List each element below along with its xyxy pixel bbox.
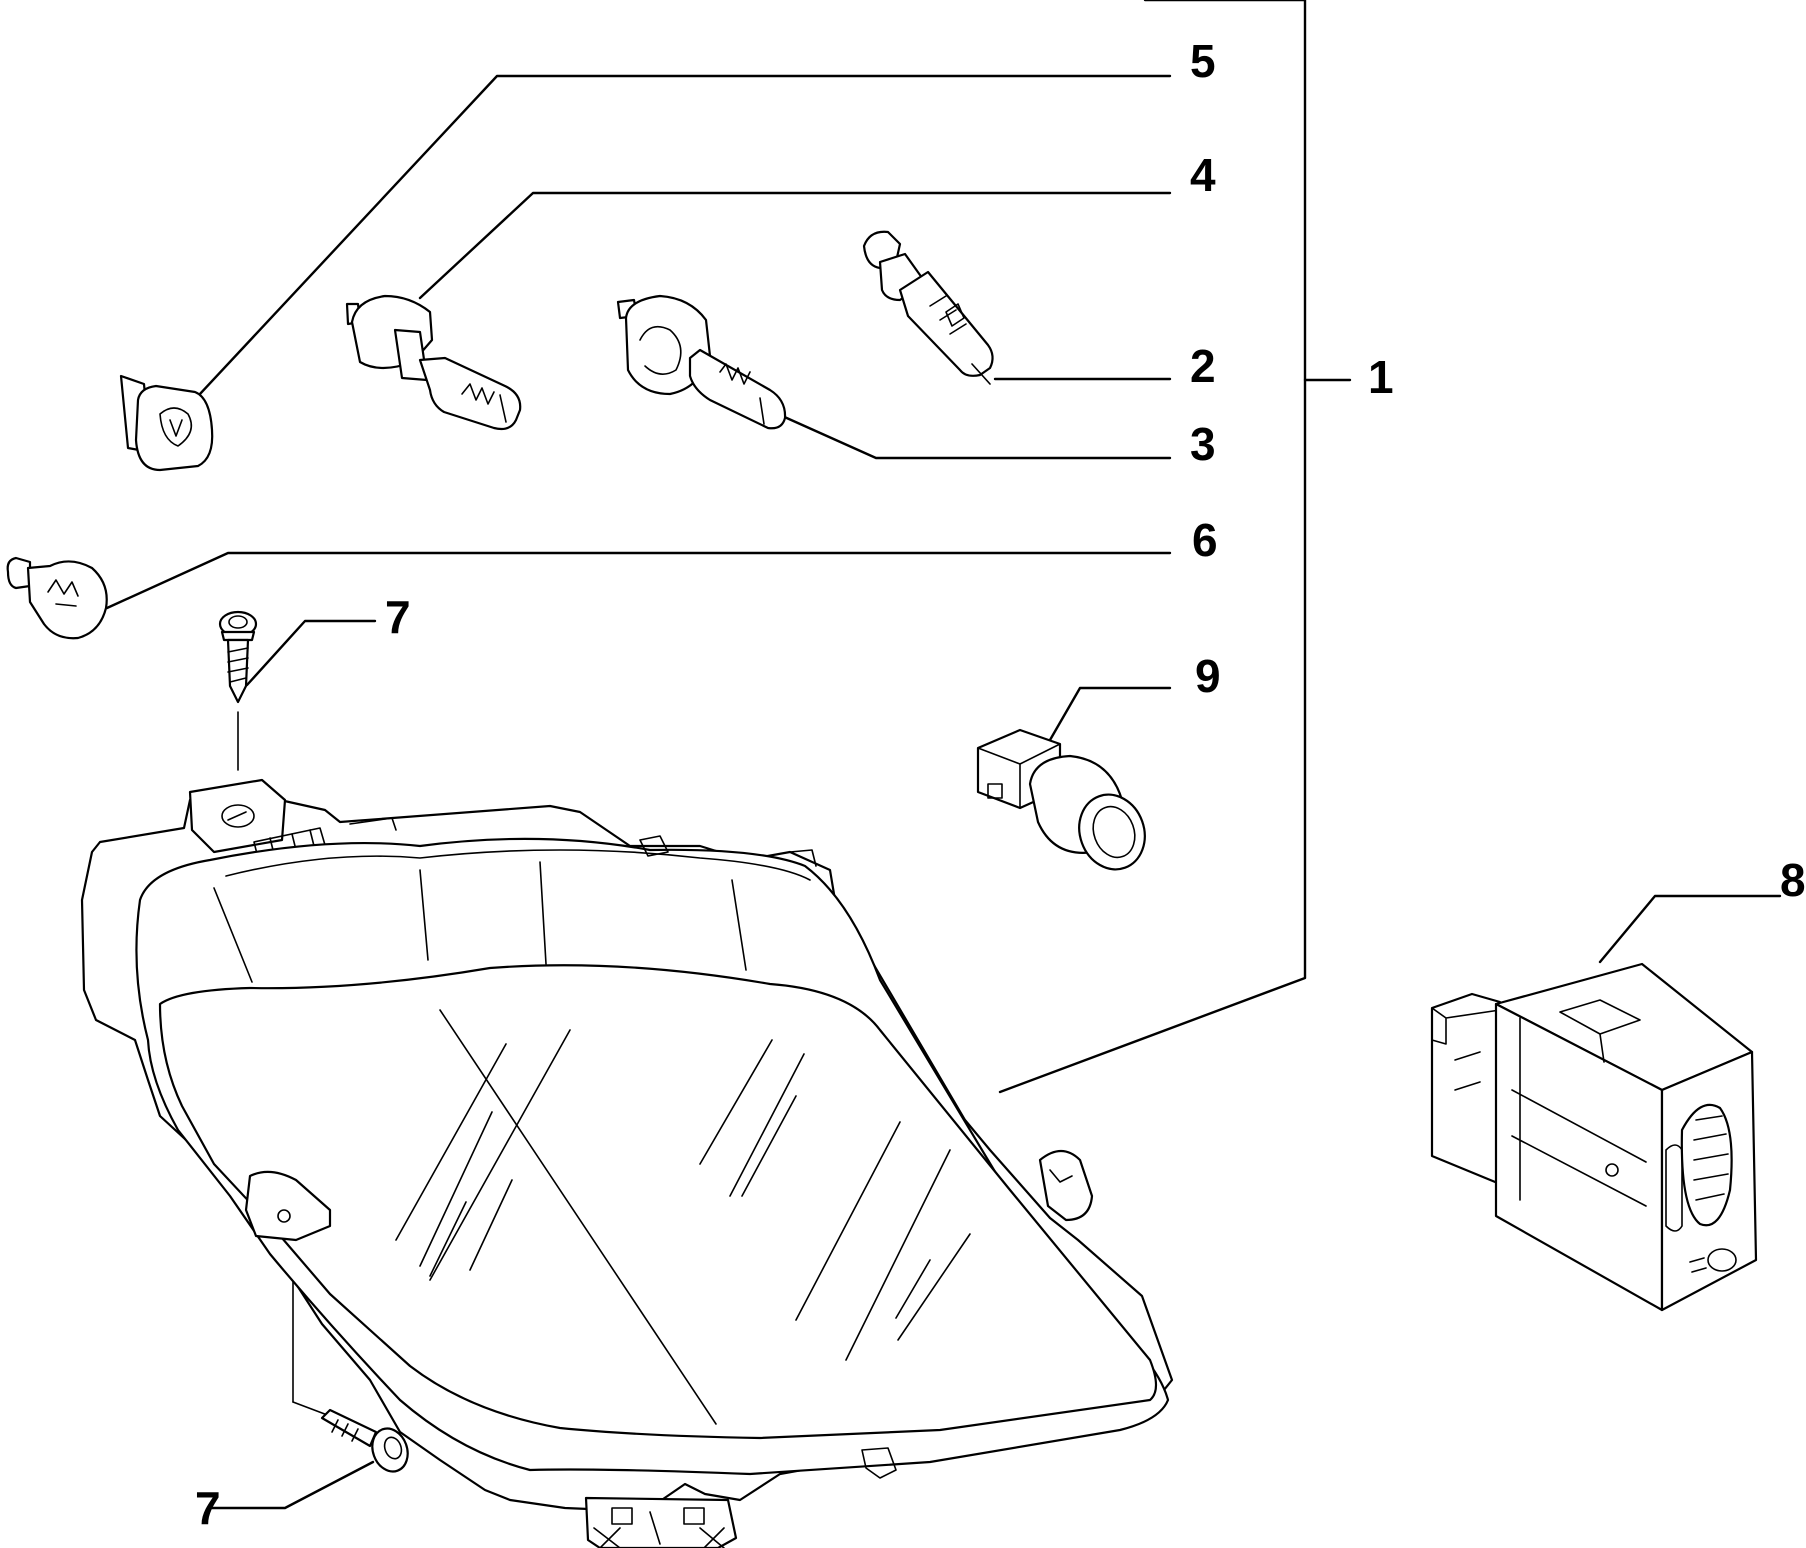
callout-9: 9 — [1195, 650, 1221, 702]
leader-8 — [1598, 894, 1782, 964]
leader-7-bottom-dash — [292, 1401, 331, 1417]
callout-labels: 1 2 3 4 5 6 7 7 8 9 — [195, 35, 1806, 1534]
xenon-bulb-2 — [862, 230, 994, 385]
callout-6: 6 — [1192, 514, 1218, 566]
leader-7-bottom — [210, 1460, 375, 1510]
leader-6 — [105, 551, 1172, 610]
halogen-bulb-3 — [616, 294, 787, 430]
callout-5: 5 — [1190, 35, 1216, 87]
callout-7-bottom: 7 — [195, 1482, 221, 1534]
halogen-bulb-4 — [345, 294, 522, 431]
leader-1 — [998, 0, 1307, 1094]
callout-4: 4 — [1190, 149, 1216, 201]
headlamp-switch-8 — [1430, 962, 1758, 1312]
ball-bulb-6 — [6, 556, 108, 640]
callout-1: 1 — [1368, 351, 1394, 403]
callout-2: 2 — [1190, 340, 1216, 392]
callout-8: 8 — [1780, 854, 1806, 906]
leader-9 — [1048, 686, 1172, 742]
screw-7-bottom — [320, 1408, 409, 1473]
callout-7-top: 7 — [385, 591, 411, 643]
leader-3 — [778, 413, 1172, 460]
socket-bulb-9 — [976, 728, 1146, 871]
leader-7-top — [245, 619, 377, 687]
leader-4 — [418, 191, 1172, 300]
wedge-bulb-5 — [119, 374, 214, 472]
screw-7-top — [218, 610, 258, 704]
callout-3: 3 — [1190, 418, 1216, 470]
leader-lines — [105, 0, 1782, 1510]
leader-5 — [183, 74, 1172, 412]
headlamp-assembly-1 — [80, 778, 1174, 1548]
